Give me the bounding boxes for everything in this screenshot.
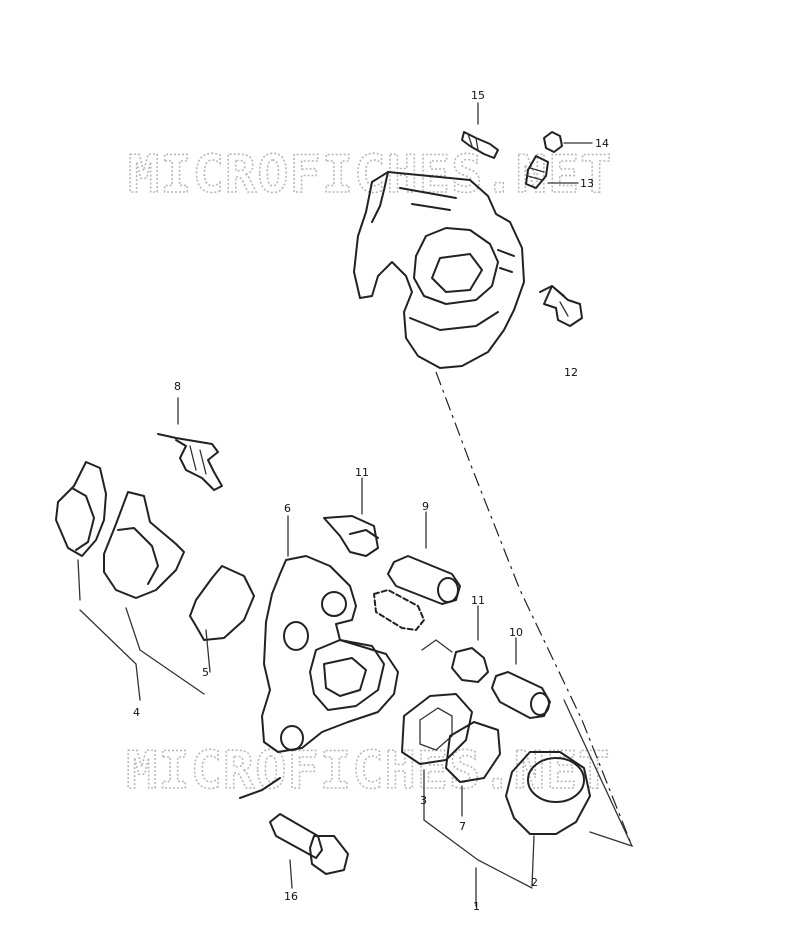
callout-7: 7 bbox=[459, 820, 466, 833]
brake-pad-set-4 bbox=[55, 461, 205, 701]
pad-spring-8 bbox=[157, 397, 223, 491]
boot-11-lower bbox=[421, 605, 489, 683]
callout-5: 5 bbox=[202, 666, 209, 679]
caliper-bracket-6 bbox=[261, 515, 399, 753]
bracket-line-right bbox=[563, 699, 634, 848]
callout-1: 1 bbox=[473, 900, 480, 913]
sleeve-pin-9 bbox=[387, 511, 461, 605]
dust-seal-7 bbox=[445, 721, 501, 817]
caliper-assembly-top bbox=[353, 171, 525, 369]
callout-15: 15 bbox=[471, 89, 485, 102]
callout-10: 10 bbox=[509, 626, 523, 639]
watermark-bottom: MICROFICHES.NET bbox=[126, 741, 611, 801]
callout-3: 3 bbox=[420, 794, 427, 807]
sleeve-pin-small bbox=[373, 589, 425, 631]
pin-bolt-12 bbox=[539, 285, 583, 327]
bleeder-screw-13 bbox=[525, 155, 579, 189]
callout-13: 13 bbox=[580, 177, 594, 190]
mounting-bolt-16 bbox=[239, 777, 349, 889]
callout-9: 9 bbox=[422, 500, 429, 513]
callout-8: 8 bbox=[174, 380, 181, 393]
callout-12: 12 bbox=[564, 366, 578, 379]
callout-11-upper: 11 bbox=[355, 466, 369, 479]
callout-14: 14 bbox=[595, 137, 609, 150]
sleeve-pin-10 bbox=[491, 637, 551, 719]
callout-2: 2 bbox=[531, 876, 538, 889]
piston-seal-3 bbox=[401, 693, 533, 889]
boot-11-upper bbox=[323, 477, 379, 557]
piston-2 bbox=[475, 751, 591, 907]
callout-6: 6 bbox=[284, 502, 291, 515]
shim-5 bbox=[189, 565, 255, 673]
callout-4: 4 bbox=[133, 706, 140, 719]
callout-11-lower: 11 bbox=[471, 594, 485, 607]
bolt-15 bbox=[461, 102, 499, 159]
bleeder-cap-14 bbox=[543, 131, 593, 153]
callout-16: 16 bbox=[284, 890, 298, 903]
watermark-top: MICROFICHES.NET bbox=[128, 145, 613, 205]
